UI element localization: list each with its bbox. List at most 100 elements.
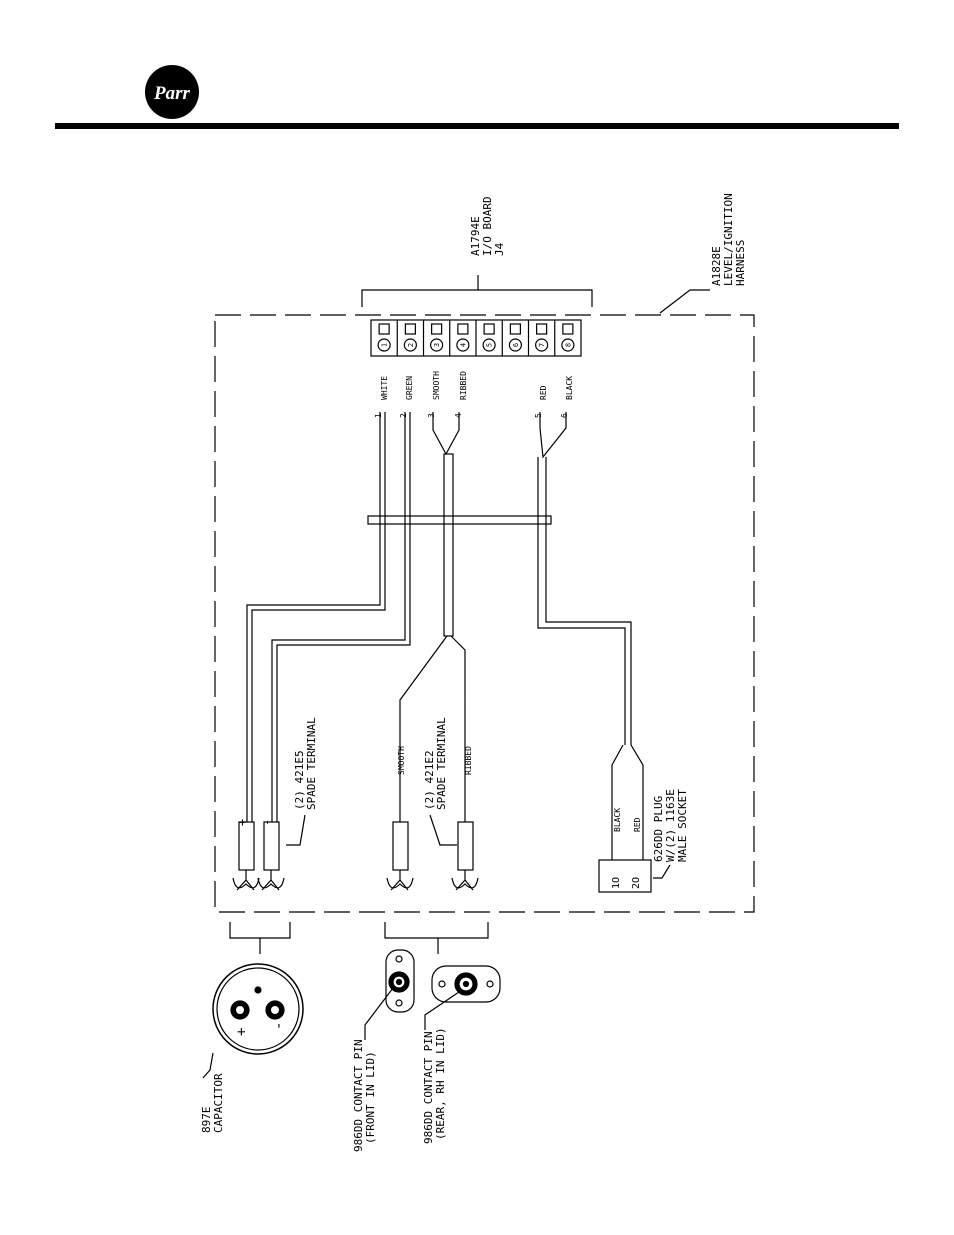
svg-text:SPADE TERMINAL: SPADE TERMINAL — [435, 717, 448, 810]
terminal-screw — [431, 323, 443, 335]
label-black: BLACK — [565, 376, 574, 400]
svg-text:LEVEL/IGNITION: LEVEL/IGNITION — [722, 193, 735, 286]
header-rule — [55, 123, 899, 129]
terminal-number: 1 — [381, 343, 389, 347]
terminal-marker — [403, 338, 417, 352]
wire-num-5: 5 — [534, 413, 543, 418]
terminal-screw — [562, 323, 574, 335]
capacitor-897e — [212, 963, 304, 1055]
harness-leader — [659, 289, 710, 314]
plug-626dd — [598, 859, 652, 893]
wire-num-3: 3 — [427, 413, 436, 418]
io-board-label: A1794E I/O BOARD J4 — [469, 196, 506, 256]
svg-text:897E: 897E — [200, 1107, 213, 1134]
wire-red-black-fork — [539, 412, 567, 459]
pin-rear-label: 986DD CONTACT PIN (REAR, RH IN LID) — [422, 1027, 447, 1144]
spade-421e2-label: (2) 421E2 SPADE TERMINAL — [423, 717, 448, 810]
label-green: GREEN — [405, 376, 414, 400]
wire-green — [271, 412, 406, 822]
svg-text:626DD PLUG: 626DD PLUG — [652, 796, 665, 862]
capacitor-plus: + — [234, 1028, 250, 1036]
terminal-marker — [377, 338, 391, 352]
capacitor-minus: - — [271, 1022, 287, 1030]
terminal-marker — [430, 338, 444, 352]
wire-pair-split — [399, 635, 466, 822]
label-ribbed: RIBBED — [459, 371, 468, 400]
terminal-number: 7 — [538, 343, 546, 347]
terminal-number: 4 — [459, 343, 467, 347]
terminal-marker — [561, 338, 575, 352]
spade-terminal-smooth — [386, 821, 414, 891]
spade-421e5-label: (2) 421E5 SPADE TERMINAL — [293, 717, 318, 810]
pin-front-label: 986DD CONTACT PIN (FRONT IN LID) — [352, 1039, 377, 1152]
label-black-end: BLACK — [613, 808, 622, 832]
spade-minus-sign: - — [260, 819, 274, 826]
io-board-brace — [361, 275, 593, 307]
cable-pair-sleeve — [443, 453, 454, 637]
terminal-number: 2 — [407, 343, 415, 347]
capacitor-label: 897E CAPACITOR — [200, 1073, 225, 1133]
label-ribbed-end: RIBBED — [464, 746, 473, 775]
svg-text:(2) 421E5: (2) 421E5 — [293, 750, 306, 810]
terminal-marker — [535, 338, 549, 352]
svg-text:HARNESS: HARNESS — [734, 240, 747, 286]
spade-terminal-minus — [257, 821, 285, 891]
capacitor-brace — [229, 922, 291, 954]
svg-text:(FRONT IN LID): (FRONT IN LID) — [364, 1051, 377, 1144]
svg-text:CAPACITOR: CAPACITOR — [212, 1073, 225, 1133]
contact-pin-front — [385, 949, 415, 1013]
pin-front-leader — [364, 987, 394, 1040]
spade-terminal-ribbed — [451, 821, 479, 891]
svg-text:986DD CONTACT PIN: 986DD CONTACT PIN — [422, 1031, 435, 1144]
cable-red-black — [537, 457, 632, 745]
label-smooth: SMOOTH — [432, 371, 441, 400]
terminal-screw — [404, 323, 416, 335]
svg-text:W/(2) 1163E: W/(2) 1163E — [664, 789, 677, 862]
terminal-screw — [536, 323, 548, 335]
wire-num-6: 6 — [560, 413, 569, 418]
label-smooth-end: SMOOTH — [397, 746, 406, 775]
terminal-marker — [456, 338, 470, 352]
cable-clamp — [367, 515, 552, 525]
label-white: WHITE — [380, 376, 389, 400]
terminal-screw — [509, 323, 521, 335]
label-red-end: RED — [633, 817, 642, 832]
spade-421e5-leader — [286, 814, 306, 846]
terminal-number: 3 — [433, 343, 441, 347]
terminal-screw — [378, 323, 390, 335]
harness-boundary — [214, 314, 755, 913]
svg-text:I/O BOARD: I/O BOARD — [481, 196, 494, 256]
contact-pin-rear — [431, 965, 501, 1003]
terminal-marker — [508, 338, 522, 352]
svg-text:J4: J4 — [493, 242, 506, 256]
wire-white — [246, 412, 381, 822]
spade-terminal-plus — [232, 821, 260, 891]
label-red: RED — [539, 385, 548, 400]
svg-text:MALE SOCKET: MALE SOCKET — [676, 789, 689, 862]
harness-label: A1828E LEVEL/IGNITION HARNESS — [710, 193, 747, 286]
svg-text:(2) 421E2: (2) 421E2 — [423, 750, 436, 810]
plug-pin-1: 1O — [611, 877, 622, 889]
plug-label: 626DD PLUG W/(2) 1163E MALE SOCKET — [652, 789, 689, 862]
wire-green-b — [276, 412, 411, 822]
svg-text:A1828E: A1828E — [710, 246, 723, 286]
svg-text:986DD CONTACT PIN: 986DD CONTACT PIN — [352, 1039, 365, 1152]
svg-text:(REAR, RH IN LID): (REAR, RH IN LID) — [434, 1027, 447, 1140]
terminal-screw — [483, 323, 495, 335]
wire-num-2: 2 — [399, 413, 408, 418]
spade-plus-sign: + — [235, 819, 249, 826]
plug-leader — [653, 864, 671, 879]
pin-brace — [384, 922, 489, 954]
svg-text:SPADE TERMINAL: SPADE TERMINAL — [305, 717, 318, 810]
terminal-screw — [457, 323, 469, 335]
terminal-number: 5 — [486, 343, 494, 347]
capacitor-leader — [202, 1052, 214, 1079]
pin-rear-leader — [424, 991, 460, 1030]
plug-pin-2: 2O — [631, 877, 642, 889]
wire-num-4: 4 — [454, 413, 463, 418]
wire-num-1: 1 — [374, 413, 383, 418]
wire-plug-leads — [611, 744, 644, 860]
wire-white-b — [251, 412, 386, 822]
